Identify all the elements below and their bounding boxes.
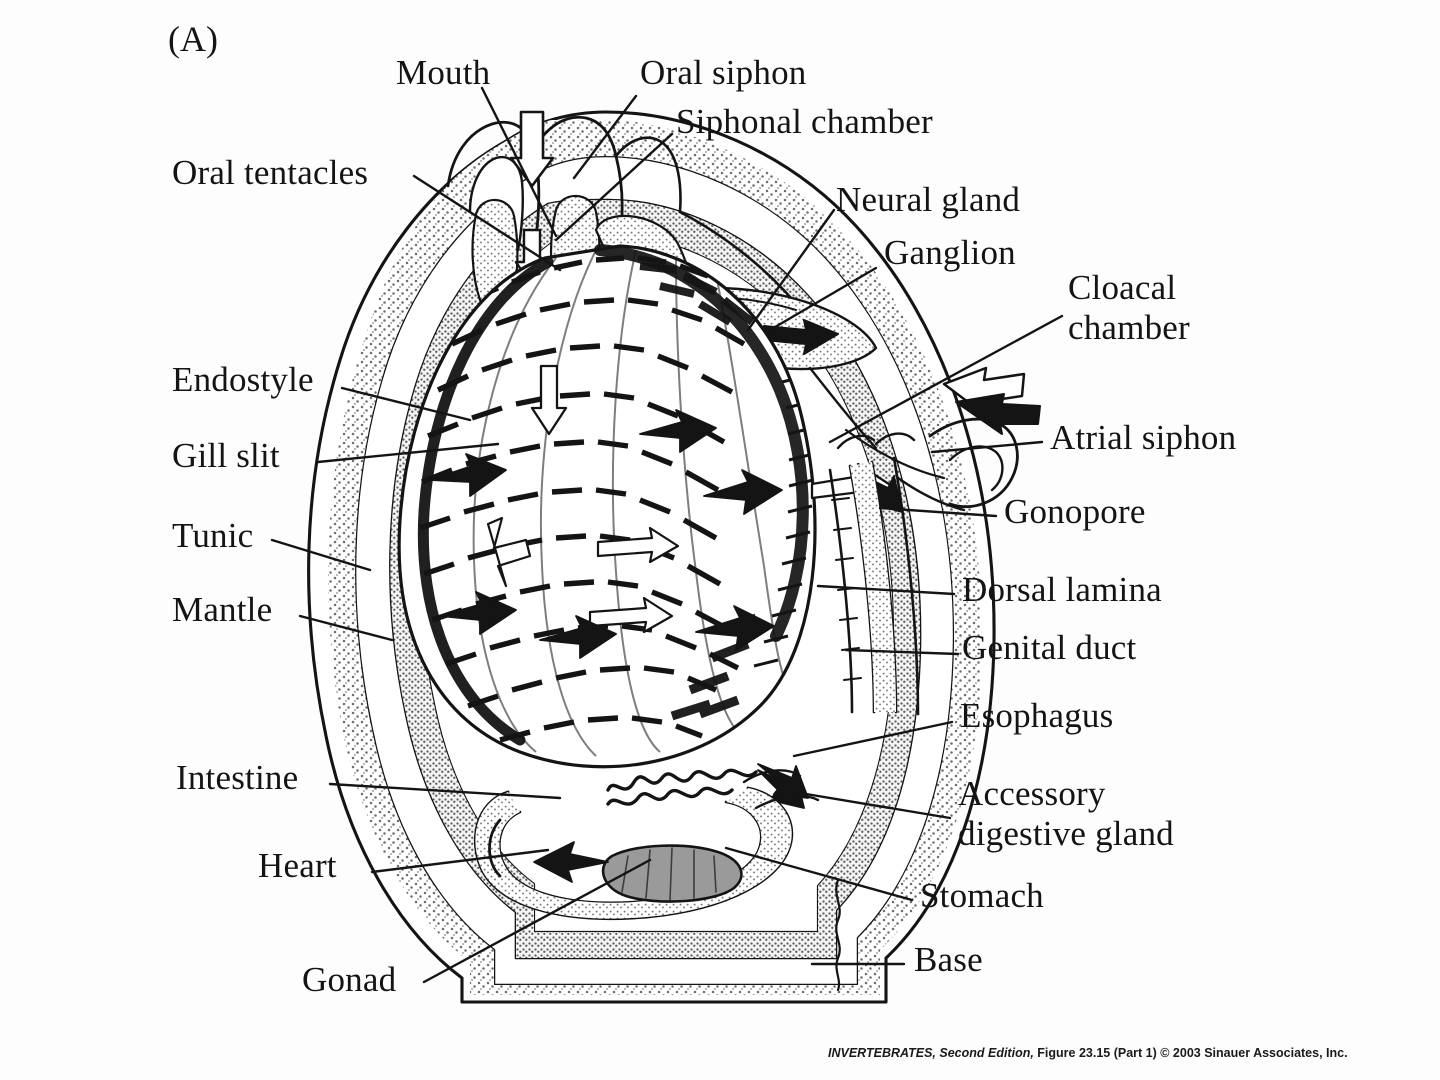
leader-intestine: [328, 782, 562, 800]
label-gill-slit: Gill slit: [172, 436, 280, 475]
leader-mantle: [298, 614, 394, 642]
leader-gonad: [422, 858, 652, 984]
leader-atrial-siphon: [930, 440, 1044, 454]
leader-stomach: [724, 846, 914, 902]
leader-gill-slit: [316, 442, 500, 464]
label-ganglion: Ganglion: [884, 233, 1016, 272]
label-cloacal-chamber-line2: chamber: [1068, 308, 1190, 347]
credit-figure: Figure 23.15 (Part 1): [1033, 1046, 1157, 1060]
label-mantle: Mantle: [172, 590, 273, 629]
leader-endostyle: [340, 386, 472, 422]
leader-esophagus: [792, 720, 954, 758]
leader-gonopore: [878, 506, 998, 518]
credit-edition: Second Edition,: [935, 1046, 1034, 1060]
label-base: Base: [914, 940, 983, 979]
digestive-tract: [474, 763, 820, 921]
label-mouth: Mouth: [396, 53, 491, 92]
label-esophagus: Esophagus: [960, 696, 1114, 735]
leader-tunic: [270, 538, 372, 572]
label-stomach: Stomach: [920, 876, 1044, 915]
label-oral-tentacles: Oral tentacles: [172, 153, 369, 192]
label-atrial-siphon: Atrial siphon: [1050, 418, 1237, 457]
label-cloacal-chamber-line1: Cloacal: [1068, 268, 1177, 307]
atrial-siphon: [896, 417, 1019, 512]
dorsal-lamina-and-ducts: [828, 432, 920, 716]
panel-letter: (A): [168, 19, 218, 59]
leader-heart: [370, 848, 550, 874]
cloacal-chamber: [808, 366, 1041, 480]
label-tunic: Tunic: [172, 516, 254, 555]
base-bracket: [835, 878, 841, 992]
leader-siphonal-chamber: [554, 132, 674, 242]
label-intestine: Intestine: [176, 758, 299, 797]
leader-accessory-gland: [780, 788, 952, 820]
label-endostyle: Endostyle: [172, 360, 314, 399]
label-siphonal-chamber: Siphonal chamber: [676, 102, 933, 141]
label-accessory-gland-line2: digestive gland: [958, 814, 1174, 853]
label-accessory-gland-line1: Accessory: [958, 774, 1106, 813]
leader-lines: [270, 86, 1064, 984]
leader-dorsal-lamina: [816, 584, 956, 596]
label-neural-gland: Neural gland: [836, 180, 1021, 219]
leader-oral-siphon: [572, 94, 638, 180]
leader-ganglion: [768, 266, 878, 332]
credit-book: INVERTEBRATES,: [828, 1046, 936, 1060]
leader-neural-gland: [746, 208, 836, 332]
figure-credit: INVERTEBRATES, Second Edition, Figure 23…: [828, 1046, 1348, 1060]
label-gonopore: Gonopore: [1004, 492, 1146, 531]
label-gonad: Gonad: [302, 960, 397, 999]
heart: [488, 818, 502, 878]
label-oral-siphon: Oral siphon: [640, 53, 807, 92]
leader-genital-duct: [844, 648, 960, 656]
leader-cloacal-chamber: [828, 314, 1064, 444]
label-heart: Heart: [258, 846, 337, 885]
leader-mouth: [480, 86, 558, 238]
label-genital-duct: Genital duct: [962, 628, 1137, 667]
gill-slit-rows: [419, 249, 814, 757]
credit-copyright: © 2003 Sinauer Associates, Inc.: [1156, 1046, 1348, 1060]
leader-oral-tentacles: [412, 174, 562, 272]
label-dorsal-lamina: Dorsal lamina: [962, 570, 1162, 609]
